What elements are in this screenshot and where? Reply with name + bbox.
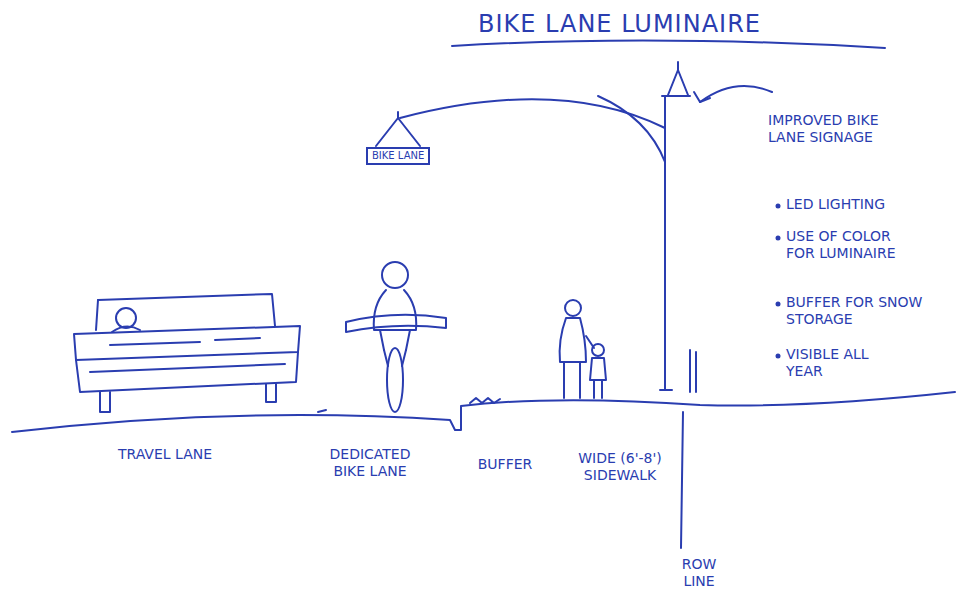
ground-line: [12, 392, 955, 432]
note-text: IMPROVED BIKE LANE SIGNAGE: [768, 112, 918, 146]
note-text: BUFFER FOR SNOW STORAGE: [786, 294, 936, 328]
car: [74, 294, 300, 412]
sign-text: BIKE LANE: [372, 150, 424, 162]
row-line: [681, 412, 683, 548]
zone-label: WIDE (6'-8') SIDEWALK: [560, 450, 680, 484]
bullet-dots: [776, 204, 781, 359]
pedestrians: [560, 300, 606, 398]
cyclist: [346, 262, 446, 412]
sign-box: BIKE LANE: [366, 147, 430, 165]
zone-label: BUFFER: [470, 456, 540, 473]
note-text: VISIBLE ALL YEAR: [786, 346, 896, 380]
callout-arrow: [700, 86, 772, 102]
note-text: LED LIGHTING: [786, 196, 936, 213]
title-underline: [452, 40, 885, 48]
zone-label: TRAVEL LANE: [110, 446, 220, 463]
note-text: USE OF COLOR FOR LUMINAIRE: [786, 228, 906, 262]
curb-marks: [318, 398, 500, 412]
callout-arrowhead: [694, 92, 710, 102]
zone-label: ROW LINE: [664, 556, 734, 590]
luminaire-pole: [376, 62, 696, 392]
zone-label: DEDICATED BIKE LANE: [320, 446, 420, 480]
sketch-title: BIKE LANE LUMINAIRE: [478, 10, 761, 39]
